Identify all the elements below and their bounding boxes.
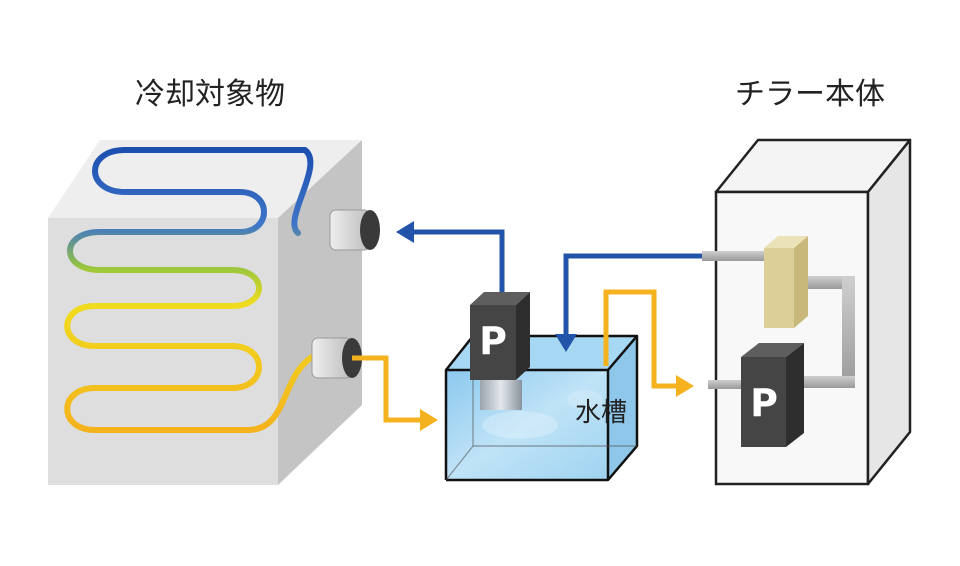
yellow-arrowhead-tank [420, 409, 438, 431]
blue-arrowhead-left [396, 221, 414, 243]
chiller-side-face [866, 138, 912, 486]
chiller-unit-label: チラー本体 [735, 77, 885, 112]
chiller-pump-inlet-stub [708, 380, 746, 389]
chiller-inlet-stub [702, 251, 766, 261]
water-tank-label: 水槽 [575, 398, 627, 428]
chiller-pump: P [741, 343, 804, 447]
chiller-pump-letter: P [750, 381, 778, 425]
blue-arrowhead-down [555, 334, 577, 352]
lower-inlet-fitting [311, 337, 362, 379]
tank-pump-letter: P [479, 319, 507, 363]
chiller-pipe-vertical [842, 276, 855, 388]
chiller-pipe-hx-top [805, 276, 853, 289]
yellow-tank-to-chiller-line [603, 289, 694, 397]
cooled-object-label: 冷却対象物 [135, 77, 285, 112]
tank-pump-stem [480, 380, 522, 410]
chiller-unit-box: P [702, 138, 912, 486]
yellow-arrowhead-chiller [676, 375, 694, 397]
upper-outlet-fitting [329, 209, 380, 251]
cooled-object-top-face [48, 140, 362, 218]
cooled-object-box [48, 140, 380, 485]
tank-pump: P [470, 292, 530, 410]
water-body-side [608, 336, 637, 480]
blue-supply-line [396, 221, 505, 292]
chiller-pipe-bottom [800, 376, 855, 388]
heat-exchanger [764, 236, 808, 328]
cooling-coil [64, 147, 321, 433]
blue-chiller-to-tank-line [555, 253, 702, 352]
cooled-object-front-face [48, 218, 278, 485]
yellow-return-line [352, 355, 438, 431]
